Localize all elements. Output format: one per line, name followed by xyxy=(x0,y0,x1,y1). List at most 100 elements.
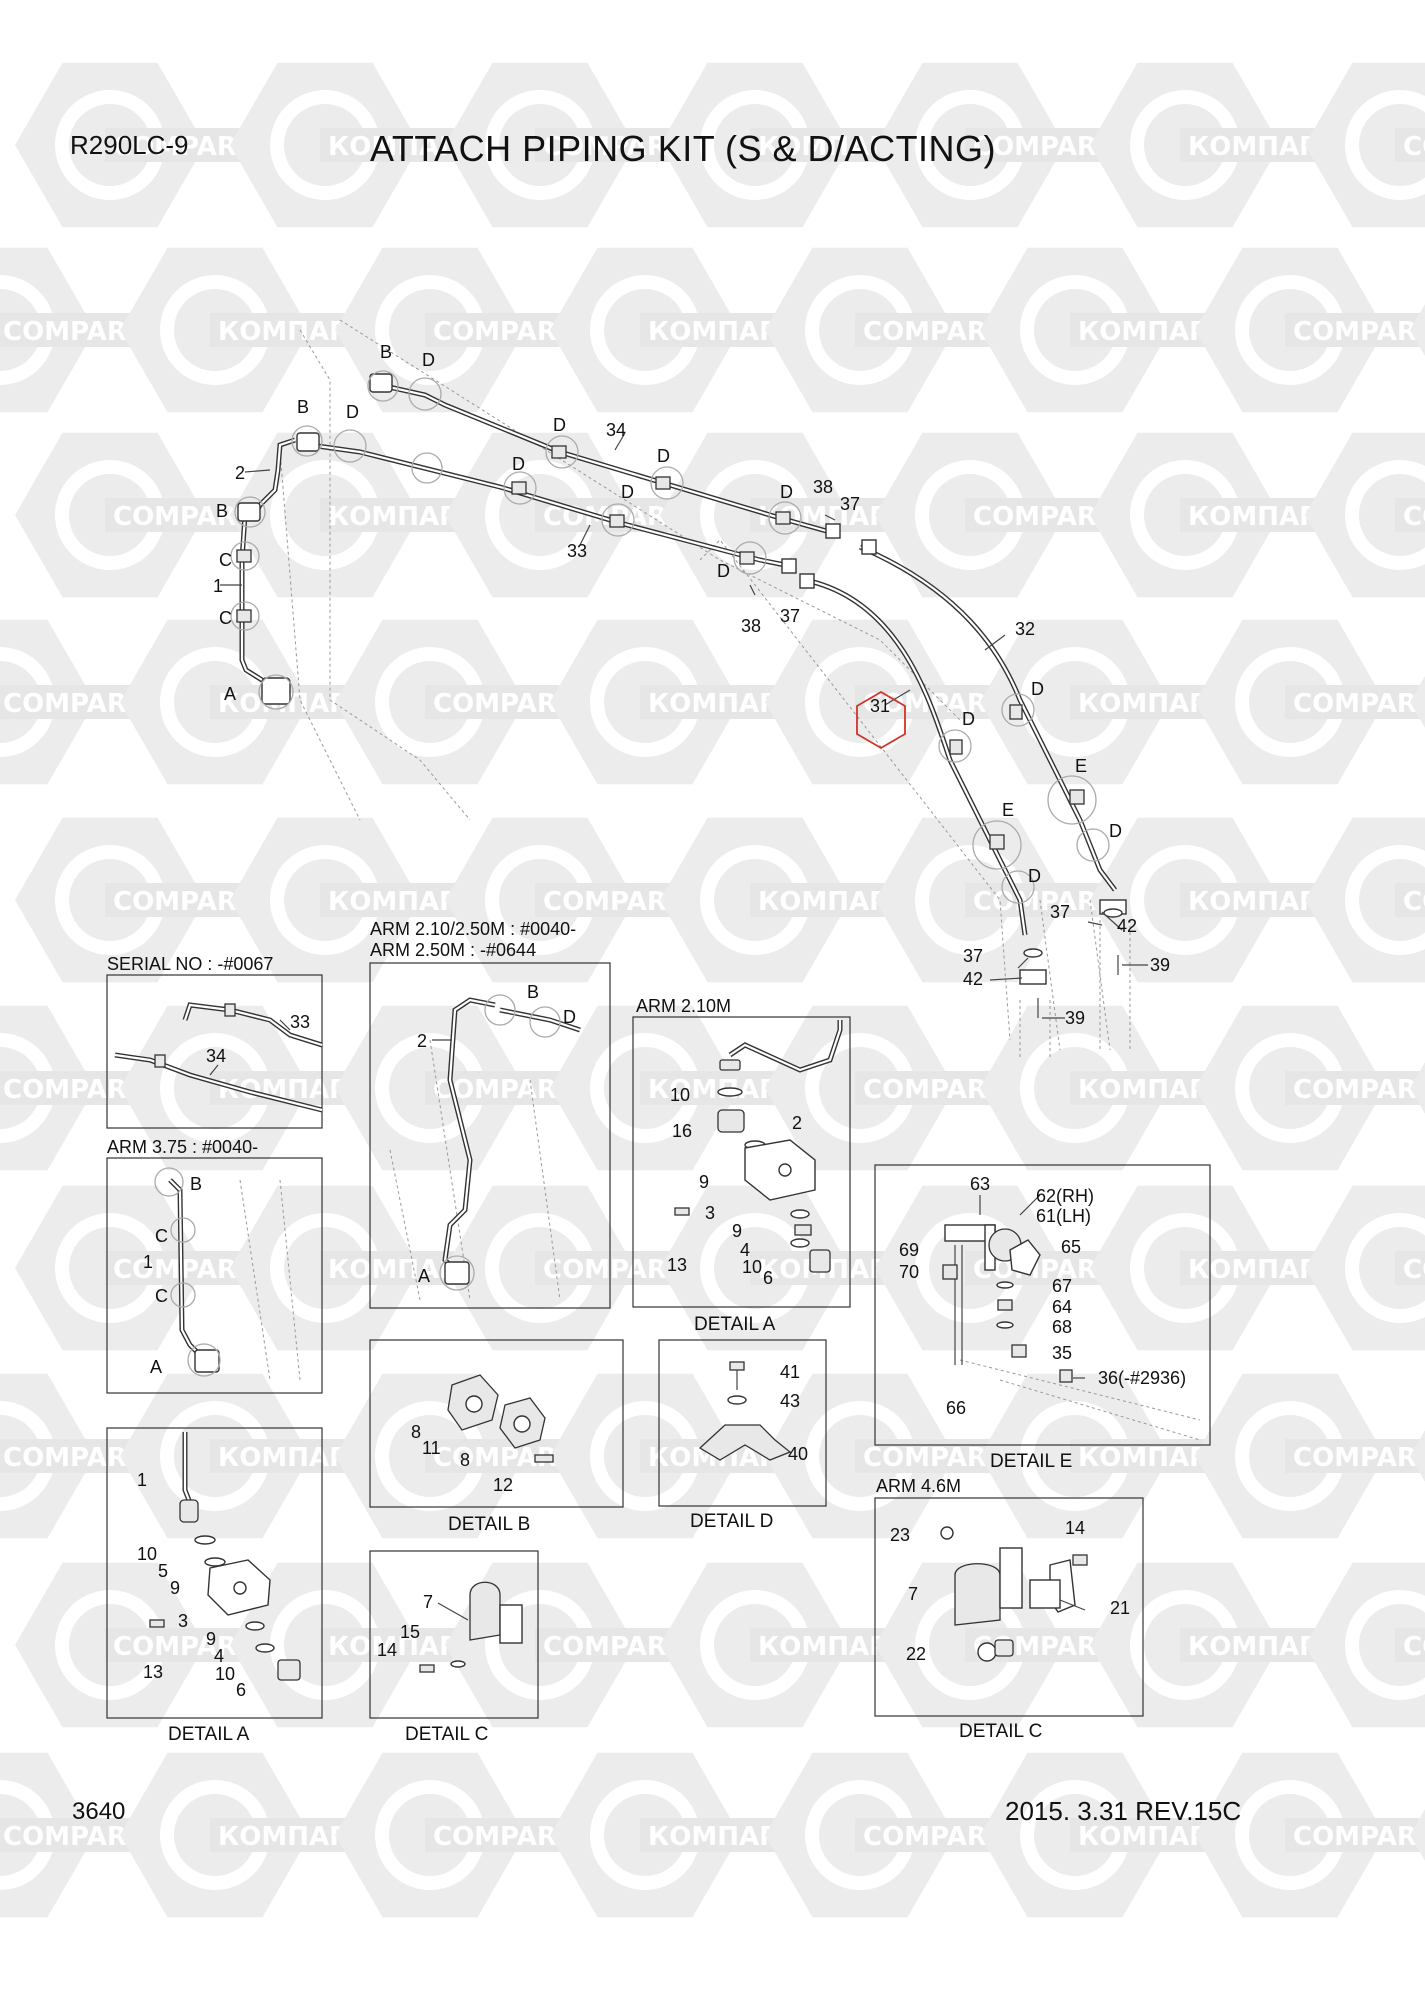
detail-c: 7 15 14 DETAIL C xyxy=(369,1550,539,1745)
inset-header: SERIAL NO : -#0067 xyxy=(107,954,273,974)
callout-A: A xyxy=(418,1266,430,1286)
inset-header: ARM 4.6M xyxy=(876,1476,961,1496)
highlight-hexagon xyxy=(856,690,906,750)
inset-serial: SERIAL NO : -#0067 33 34 xyxy=(106,954,323,1129)
main-view: 1 2 31 32 33 34 37 37 37 37 38 38 39 39 … xyxy=(213,319,1170,1060)
callout-69: 69 xyxy=(899,1240,919,1260)
callout-16: 16 xyxy=(672,1121,692,1141)
callout-2: 2 xyxy=(417,1031,427,1051)
callout-32: 32 xyxy=(1015,619,1035,639)
detail-b: 8 11 8 12 DETAIL B xyxy=(369,1339,624,1535)
callout-35: 35 xyxy=(1052,1343,1072,1363)
callout-65: 65 xyxy=(1061,1237,1081,1257)
callout-63: 63 xyxy=(970,1174,990,1194)
callout-1: 1 xyxy=(137,1470,147,1490)
callout-7: 7 xyxy=(423,1592,433,1612)
callout-3: 3 xyxy=(178,1611,188,1631)
callout-14: 14 xyxy=(1065,1518,1085,1538)
detail-caption: DETAIL C xyxy=(959,1721,1042,1742)
callout-5: 5 xyxy=(158,1561,168,1581)
inset-header: ARM 3.75 : #0040- xyxy=(107,1137,258,1157)
callout-D: D xyxy=(422,350,435,370)
detail-e: 63 62(RH) 61(LH) 65 69 70 67 64 68 35 36… xyxy=(874,1164,1211,1472)
callout-D: D xyxy=(962,709,975,729)
callout-31: 31 xyxy=(870,696,890,716)
callout-61: 61(LH) xyxy=(1036,1206,1091,1226)
callout-13: 13 xyxy=(143,1662,163,1682)
callout-37: 37 xyxy=(840,494,860,514)
callout-43: 43 xyxy=(780,1391,800,1411)
callout-13: 13 xyxy=(667,1255,687,1275)
callout-10: 10 xyxy=(137,1544,157,1564)
callout-12: 12 xyxy=(493,1475,513,1495)
callout-2: 2 xyxy=(792,1113,802,1133)
callout-64: 64 xyxy=(1052,1297,1072,1317)
detail-caption: DETAIL E xyxy=(990,1451,1072,1472)
callout-C: C xyxy=(219,608,232,628)
callout-39: 39 xyxy=(1065,1008,1085,1028)
callout-B: B xyxy=(216,501,228,521)
inset-arm46: ARM 4.6M 23 14 7 21 22 DETAIL C xyxy=(874,1476,1144,1742)
callout-E: E xyxy=(1075,756,1087,776)
callout-10: 10 xyxy=(670,1085,690,1105)
inset-arm210m: ARM 2.10M 10 16 2 9 3 9 4 13 10 6 DETAIL… xyxy=(632,996,851,1335)
callout-D: D xyxy=(780,482,793,502)
revision-date: 2015. 3.31 REV.15C xyxy=(1005,1796,1242,1826)
callout-C: C xyxy=(219,550,232,570)
callout-70: 70 xyxy=(899,1262,919,1282)
callout-7: 7 xyxy=(908,1584,918,1604)
callout-10: 10 xyxy=(215,1664,235,1684)
callout-2: 2 xyxy=(235,463,245,483)
callout-36: 36(-#2936) xyxy=(1098,1368,1186,1388)
callout-D: D xyxy=(657,446,670,466)
callout-D: D xyxy=(553,415,566,435)
callout-9: 9 xyxy=(170,1578,180,1598)
callout-8: 8 xyxy=(411,1422,421,1442)
callout-40: 40 xyxy=(788,1444,808,1464)
inset-header: ARM 2.10/2.50M : #0040- xyxy=(370,919,576,939)
callout-34: 34 xyxy=(206,1046,226,1066)
page-number: 3640 xyxy=(72,1798,126,1825)
callout-23: 23 xyxy=(890,1525,910,1545)
callout-4: 4 xyxy=(214,1646,224,1666)
detail-d: 41 43 40 DETAIL D xyxy=(658,1339,827,1532)
callout-B: B xyxy=(190,1174,202,1194)
detail-a2: 1 10 5 9 3 13 9 4 10 6 DETAIL A xyxy=(106,1427,323,1745)
callout-D: D xyxy=(1109,821,1122,841)
callout-33: 33 xyxy=(290,1012,310,1032)
callout-9: 9 xyxy=(732,1221,742,1241)
inset-header: ARM 2.50M : -#0644 xyxy=(370,940,536,960)
callout-D: D xyxy=(512,454,525,474)
callout-21: 21 xyxy=(1110,1598,1130,1618)
callout-B: B xyxy=(527,982,539,1002)
callout-D: D xyxy=(1031,679,1044,699)
callout-C: C xyxy=(155,1226,168,1246)
callout-37: 37 xyxy=(963,946,983,966)
callout-D: D xyxy=(1028,866,1041,886)
callout-42: 42 xyxy=(963,969,983,989)
inset-arm210-250: ARM 2.10/2.50M : #0040- ARM 2.50M : -#06… xyxy=(369,919,611,1309)
callout-E: E xyxy=(1002,800,1014,820)
callout-33: 33 xyxy=(567,541,587,561)
page-title: ATTACH PIPING KIT (S & D/ACTING) xyxy=(370,128,997,169)
callout-37: 37 xyxy=(1050,902,1070,922)
callout-1: 1 xyxy=(143,1252,153,1272)
callout-9: 9 xyxy=(206,1629,216,1649)
callout-6: 6 xyxy=(236,1680,246,1700)
callout-3: 3 xyxy=(705,1203,715,1223)
model-number: R290LC-9 xyxy=(70,130,189,160)
callout-68: 68 xyxy=(1052,1317,1072,1337)
callout-15: 15 xyxy=(400,1622,420,1642)
callout-B: B xyxy=(297,397,309,417)
callout-38: 38 xyxy=(813,477,833,497)
callout-11: 11 xyxy=(422,1438,441,1458)
callout-34: 34 xyxy=(606,420,626,440)
detail-caption: DETAIL C xyxy=(405,1724,488,1745)
callout-10: 10 xyxy=(742,1257,762,1277)
callout-22: 22 xyxy=(906,1644,926,1664)
callout-B: B xyxy=(380,342,392,362)
callout-39: 39 xyxy=(1150,955,1170,975)
callout-67: 67 xyxy=(1052,1276,1072,1296)
detail-caption: DETAIL B xyxy=(448,1514,530,1535)
callout-1: 1 xyxy=(213,576,223,596)
